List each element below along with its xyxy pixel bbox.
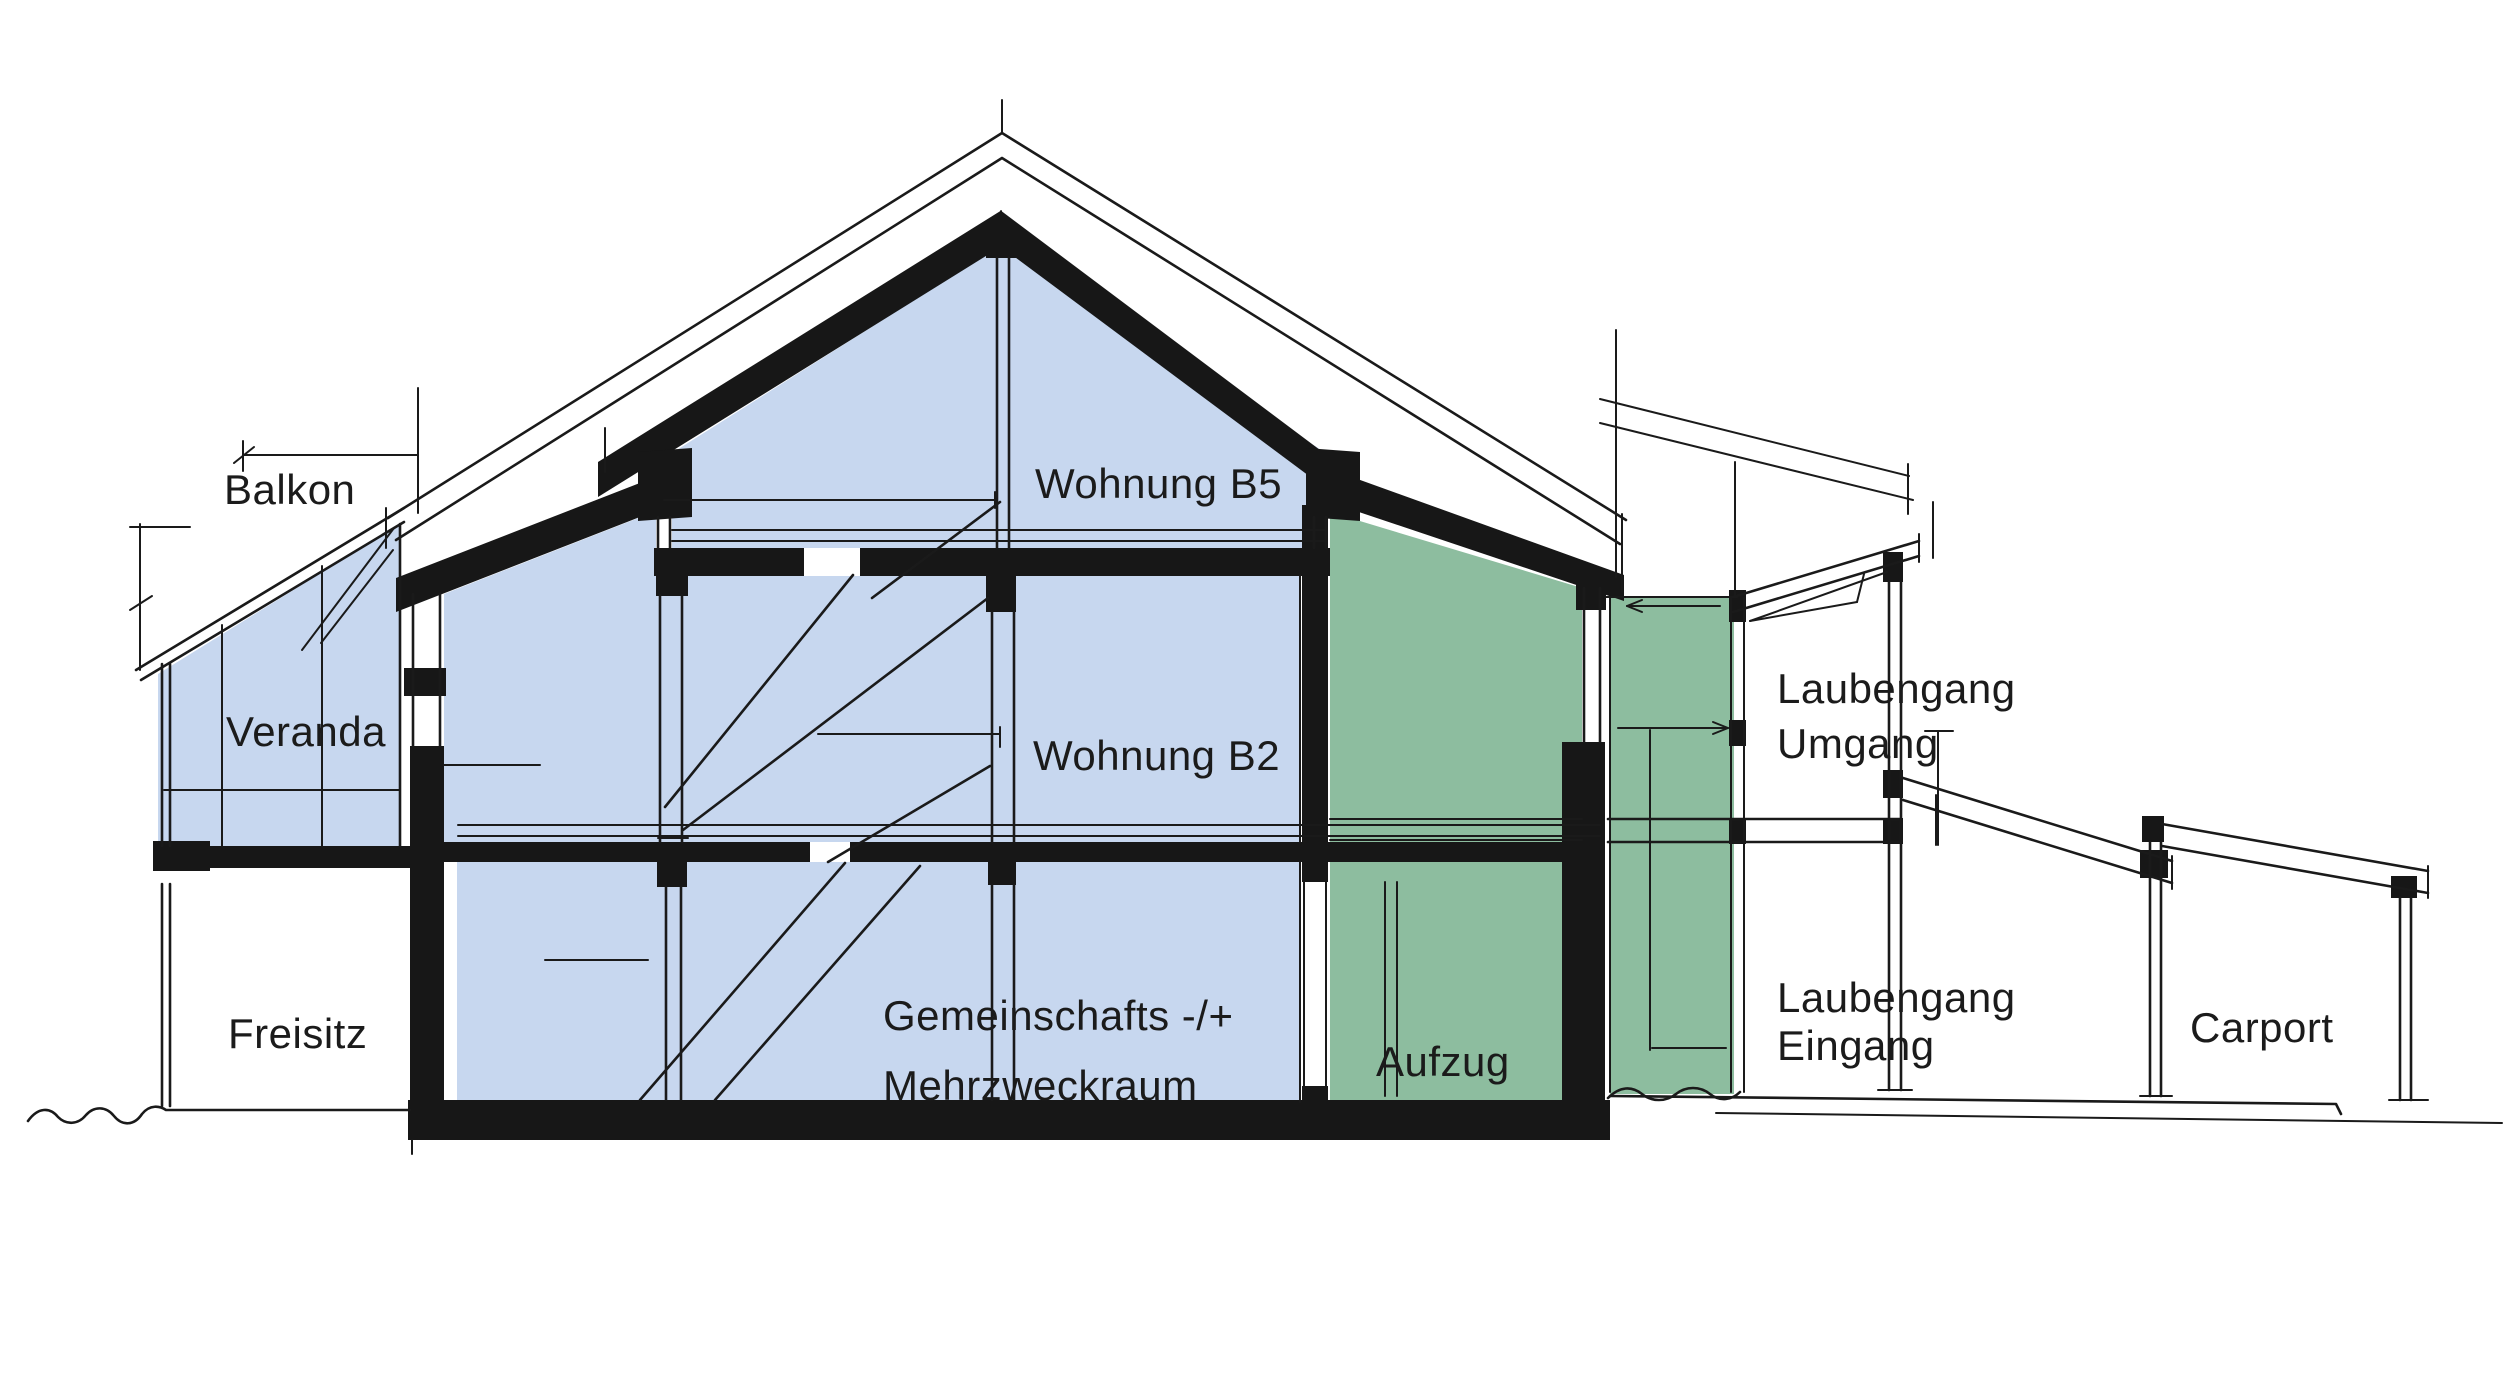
aufzug-fill <box>1330 512 1582 1102</box>
label-carport: Carport <box>2190 1004 2334 1051</box>
b2-floor-slab-a <box>444 842 810 862</box>
room-fills <box>158 246 1734 1102</box>
label-aufzug: Aufzug <box>1376 1038 1510 1085</box>
b2-floor-slab-b <box>850 842 1605 862</box>
column-a-block-roof <box>1883 552 1903 582</box>
cut-structure <box>153 210 2417 1140</box>
left-wall <box>410 746 444 1104</box>
gemeinschaftsraum-fill <box>457 862 1300 1102</box>
column-b-block-top <box>2142 816 2164 842</box>
label-gemeinschaftsraum-line2: Mehrzweckraum <box>883 1062 1198 1109</box>
label-veranda: Veranda <box>226 708 386 755</box>
middle-roof-left <box>396 472 668 612</box>
room-labels: Balkon Veranda Freisitz Wohnung B5 Wohnu… <box>224 460 2334 1109</box>
laubengang-roofs <box>1599 398 2430 899</box>
label-laubengang-umgang-line2: Umgang <box>1777 720 1939 767</box>
lift-shaft-sill <box>1302 1086 1328 1104</box>
eave-block-left <box>638 448 692 521</box>
interior-posts <box>657 256 1016 1102</box>
label-laubengang-eingang-line2: Eingang <box>1777 1022 1935 1069</box>
label-balkon: Balkon <box>224 466 355 513</box>
laubengang-lobby-fill <box>1610 598 1734 1094</box>
floor-finish-lines <box>457 529 1601 837</box>
label-gemeinschaftsraum-line1: Gemeinschafts -/+ <box>883 992 1233 1039</box>
post-block-b5-center <box>986 574 1016 612</box>
column-c-block <box>2391 876 2417 898</box>
lobby-wall-block-walkway <box>1729 818 1746 844</box>
b5-floor-slab-b <box>860 548 1330 576</box>
dimension-lines-left <box>129 387 606 671</box>
middle-roof-right <box>1338 472 1624 601</box>
label-freisitz: Freisitz <box>228 1010 367 1057</box>
right-wall <box>1562 742 1605 1104</box>
lobby-strip-lines <box>1605 596 1745 1093</box>
post-block-b5-left <box>656 574 688 596</box>
wohnung-b5-fill <box>672 246 1326 548</box>
annex-slab <box>206 846 410 868</box>
post-block-b2-center <box>988 853 1016 885</box>
balkon-veranda-roof <box>134 506 406 682</box>
label-wohnung-b2: Wohnung B2 <box>1033 732 1280 779</box>
gallery-columns <box>1877 580 2429 1102</box>
ridge-post-collar <box>986 234 1018 258</box>
ground-lines <box>26 1086 2503 1155</box>
outer-roof-lines <box>385 99 1628 593</box>
veranda-fill <box>158 524 400 846</box>
label-laubengang-umgang-line1: Laubengang <box>1777 665 2016 712</box>
foundation-slab <box>408 1100 1610 1140</box>
eave-block-right <box>1306 448 1360 521</box>
staircase-lines <box>443 491 1002 1102</box>
b5-roof-left <box>598 210 1002 497</box>
b5-roof-right <box>1000 210 1344 502</box>
veranda-glazing <box>160 522 402 1108</box>
lift-shaft-lines <box>1303 881 1398 1097</box>
wall-face-lines <box>411 515 1602 1103</box>
label-wohnung-b5: Wohnung B5 <box>1035 460 1282 507</box>
walkway-lines <box>1329 817 1902 844</box>
post-block-b2-left <box>657 853 687 887</box>
dimension-lines-right <box>1615 329 1954 846</box>
label-laubengang-eingang-line1: Laubengang <box>1777 974 2016 1021</box>
b5-floor-slab-a <box>654 548 804 576</box>
lobby-wall-block-mid <box>1729 720 1746 746</box>
right-wall-top-block <box>1576 584 1606 610</box>
